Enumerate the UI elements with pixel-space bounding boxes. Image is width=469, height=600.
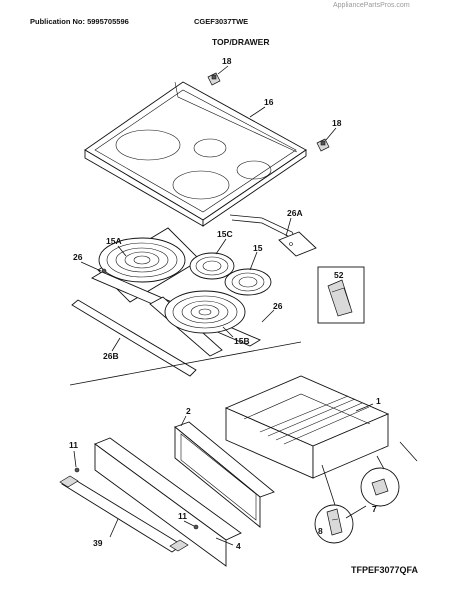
callout-15C: 15C [217, 229, 233, 239]
callout-18-right: 18 [332, 118, 342, 128]
callout-15B: 15B [234, 336, 250, 346]
callout-16: 16 [264, 97, 274, 107]
callout-11-upper: 11 [69, 440, 78, 450]
callout-7: 7 [372, 504, 377, 514]
section-title: TOP/DRAWER [212, 37, 270, 47]
callout-15A: 15A [106, 236, 122, 246]
detail-circle-7 [360, 467, 400, 507]
bracket-18-right [316, 138, 330, 152]
cooktop-top-panel [84, 81, 307, 227]
screw-11-lower [193, 524, 199, 530]
bracket-18-left [207, 72, 221, 86]
model-number: CGEF3037TWE [194, 17, 249, 26]
callout-26-left: 26 [73, 252, 83, 262]
diagram-code: TFPEF3077QFA [351, 565, 419, 575]
wire-harness-26A [229, 214, 317, 257]
callout-18-left: 18 [222, 56, 232, 66]
callout-8: 8 [318, 526, 323, 536]
trim-strip-26B [71, 299, 197, 377]
callout-52: 52 [334, 270, 344, 280]
drawer-tub-1 [224, 375, 390, 479]
publication-number: Publication No: 5995705596 [30, 17, 129, 26]
callout-2: 2 [186, 406, 191, 416]
callout-15: 15 [253, 243, 263, 253]
radiant-element-15C [189, 252, 235, 280]
drawer-handle-39 [59, 475, 189, 553]
callout-39: 39 [93, 538, 103, 548]
callout-1: 1 [376, 396, 381, 406]
screw-11-upper [74, 467, 80, 473]
callout-26B: 26B [103, 351, 119, 361]
radiant-element-15 [224, 268, 272, 296]
callout-4: 4 [236, 541, 241, 551]
callout-26-right: 26 [273, 301, 283, 311]
callout-11-lower: 11 [178, 511, 187, 521]
callout-26A: 26A [287, 208, 303, 218]
drawer-front-panel-4 [94, 437, 242, 567]
watermark: AppliancePartsPros.com [333, 2, 410, 9]
radiant-element-15B [164, 290, 246, 334]
drawer-front-inner-panel-2 [174, 421, 275, 528]
detail-box-52 [317, 266, 365, 324]
detail-circle-8 [314, 504, 354, 544]
section-divider [69, 341, 302, 386]
